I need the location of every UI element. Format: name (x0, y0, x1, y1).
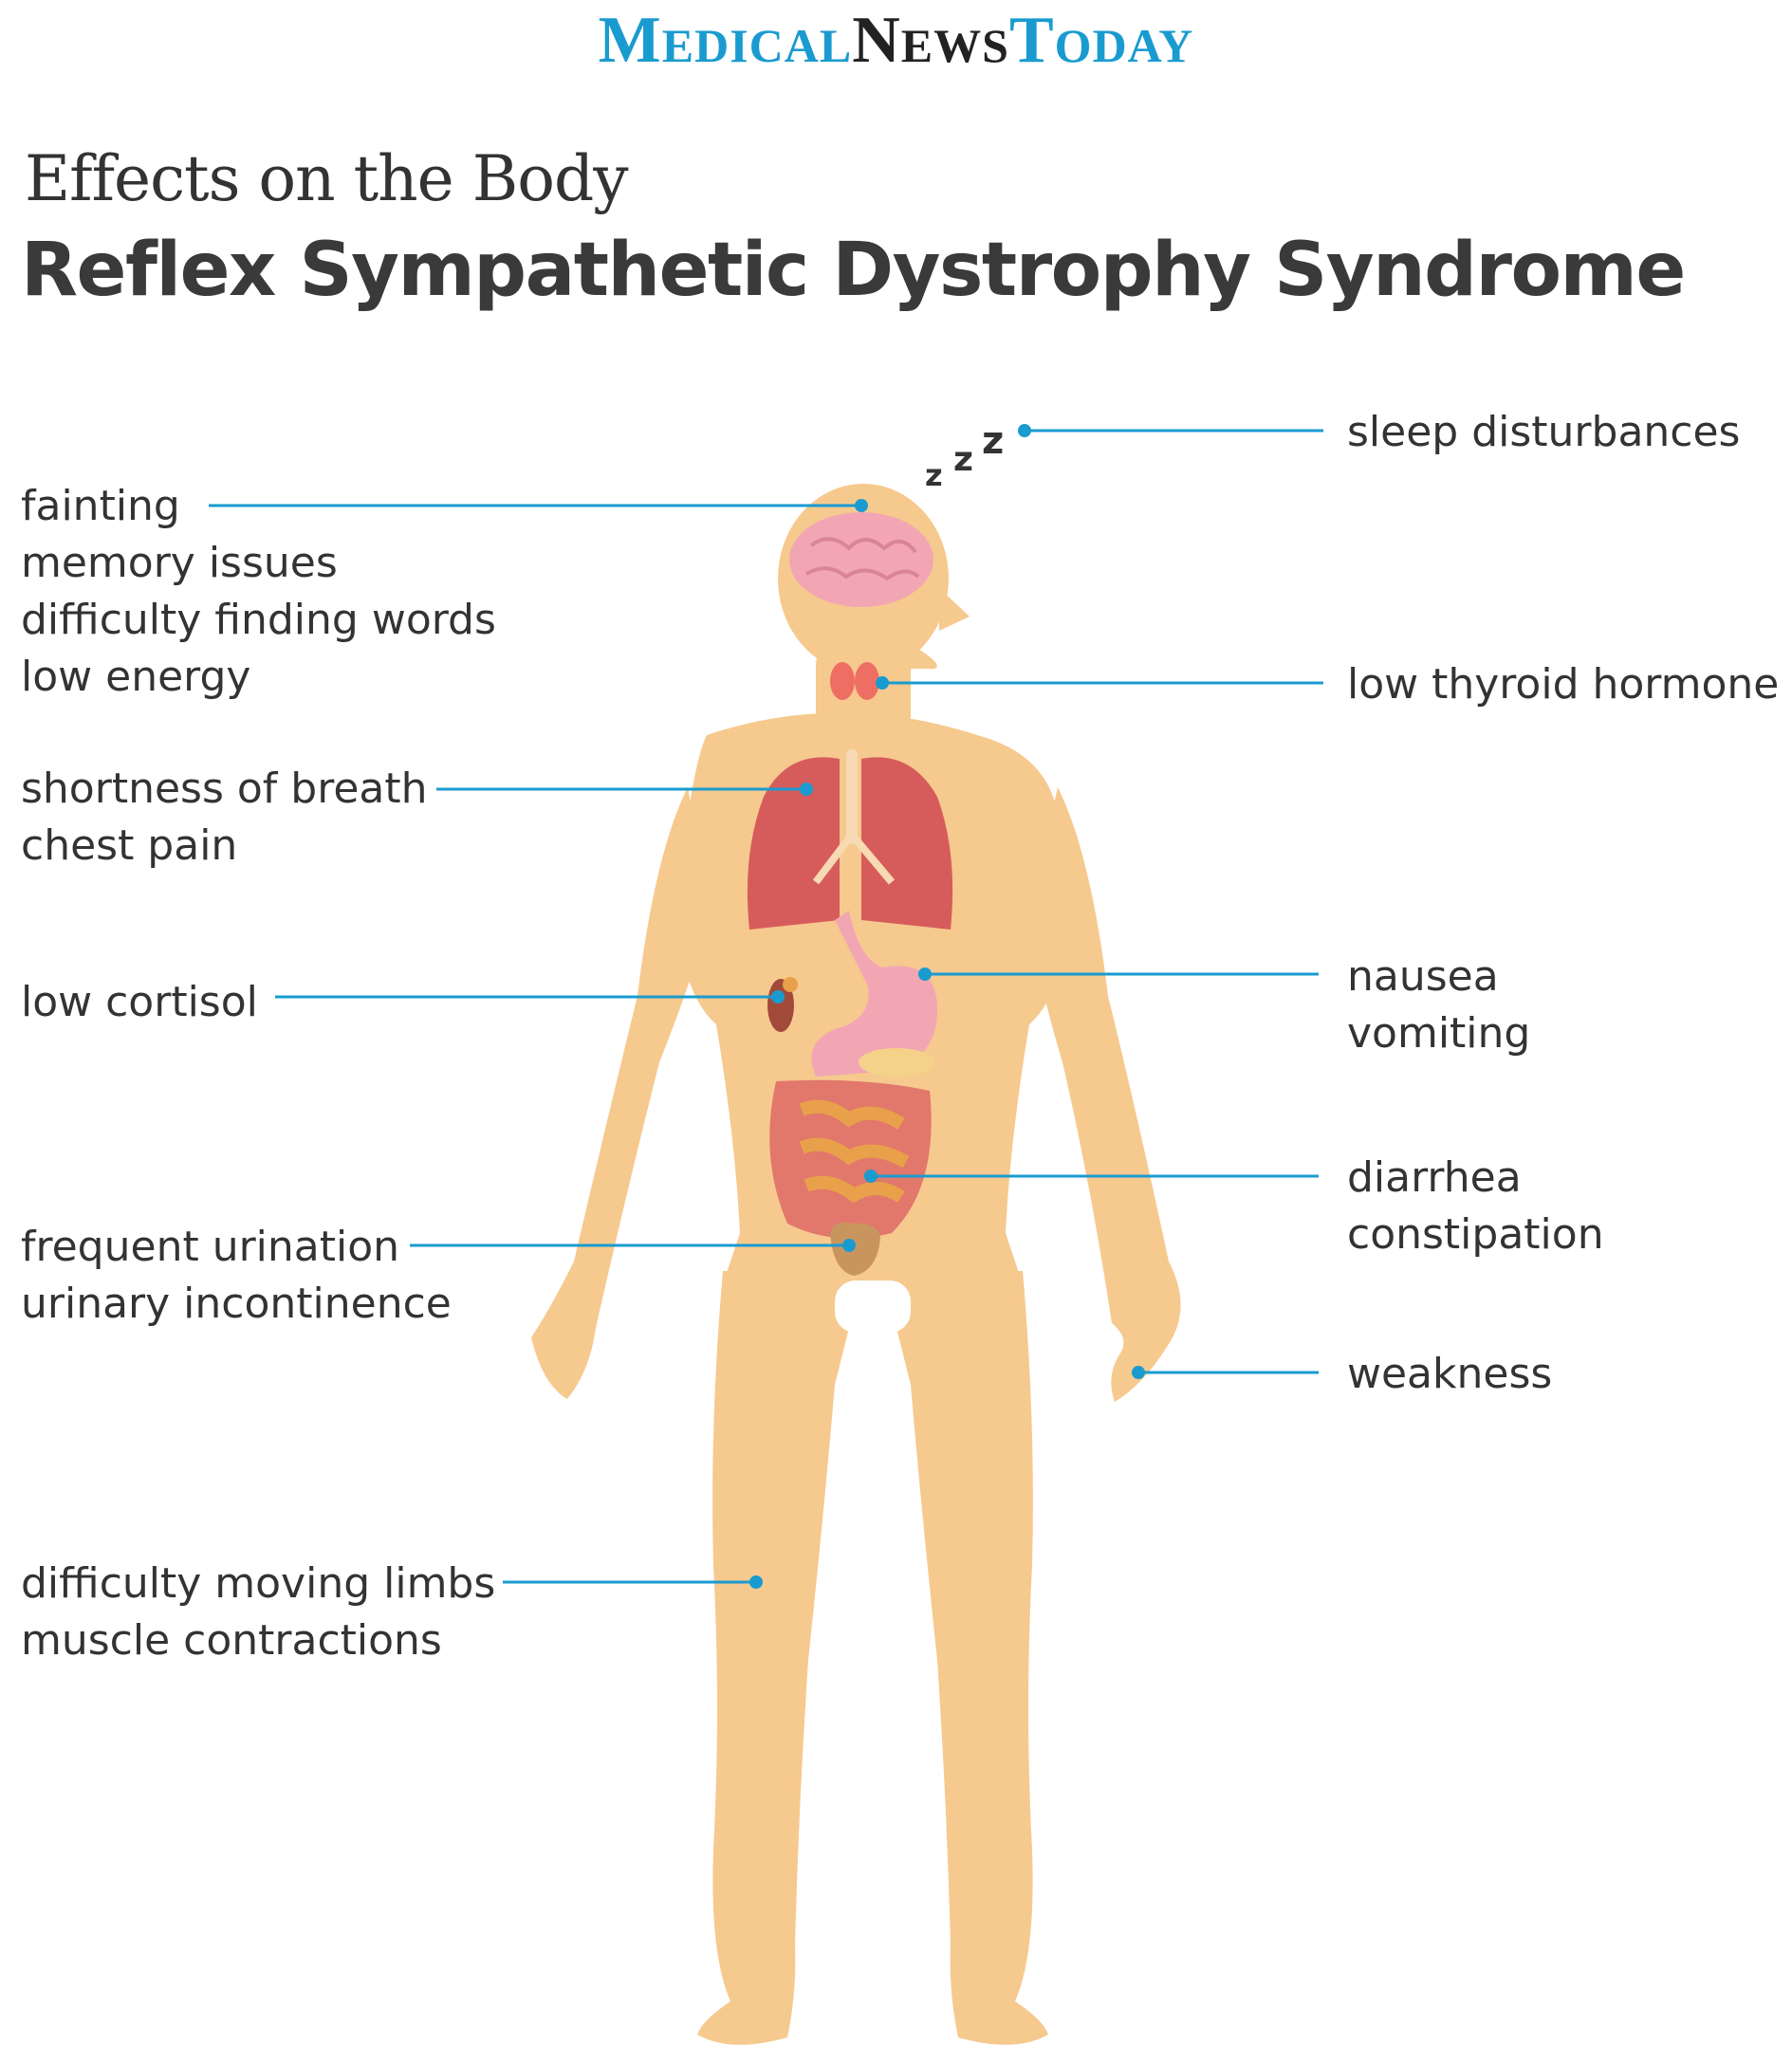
sleep-icon: z z z (925, 419, 1004, 493)
sleep-z-large: z (982, 419, 1004, 463)
callout-lungs: shortness of breath chest pain (21, 764, 813, 870)
symptom-label-brain-3: low energy (21, 653, 250, 701)
callout-thyroid: low thyroid hormone (876, 660, 1779, 709)
right-arm (1029, 787, 1181, 1402)
leader-dot-stomach (918, 967, 932, 981)
symptom-label-sleep-0: sleep disturbances (1347, 408, 1740, 456)
left-leg (697, 1271, 854, 2045)
callout-sleep: sleep disturbances (1018, 408, 1740, 456)
page-subtitle: Effects on the Body (25, 142, 628, 215)
symptom-label-intestines-0: diarrhea (1347, 1153, 1522, 1202)
right-leg (892, 1271, 1048, 2045)
symptom-label-lungs-1: chest pain (21, 821, 237, 870)
stomach (811, 911, 938, 1077)
symptom-label-bladder-1: urinary incontinence (21, 1280, 452, 1328)
callout-hand: weakness (1132, 1350, 1552, 1398)
leader-dot-thyroid (876, 676, 889, 690)
symptom-label-thyroid-0: low thyroid hormone (1347, 660, 1779, 709)
callout-bladder: frequent urination urinary incontinence (21, 1223, 856, 1328)
symptom-label-brain-0: fainting (21, 482, 180, 530)
leader-dot-lungs (800, 783, 813, 796)
leader-dot-leg (749, 1575, 763, 1589)
leader-dot-hand (1132, 1366, 1145, 1379)
nose (939, 588, 970, 631)
sleep-z-small: z (925, 457, 943, 493)
medical-news-today-logo: MEDICALNEWSTODAY (0, 8, 1792, 74)
symptom-label-hand-0: weakness (1347, 1350, 1552, 1398)
page-title: Reflex Sympathetic Dystrophy Syndrome (21, 228, 1686, 313)
logo-part-news: NEWS (852, 4, 1009, 77)
leg-gap (835, 1280, 911, 1333)
leader-dot-brain (855, 499, 868, 512)
leader-dot-bladder (842, 1239, 856, 1252)
symptom-callouts: sleep disturbances fainting memory issues d… (21, 408, 1779, 1665)
callout-stomach: nausea vomiting (918, 952, 1530, 1058)
symptom-label-leg-1: muscle contractions (21, 1616, 442, 1665)
symptom-label-brain-1: memory issues (21, 539, 338, 587)
symptom-label-leg-0: difficulty moving limbs (21, 1559, 495, 1608)
bladder (830, 1222, 880, 1276)
symptom-label-adrenal-0: low cortisol (21, 978, 258, 1026)
intestines (769, 1079, 932, 1239)
lungs (747, 749, 953, 930)
left-arm (531, 787, 710, 1399)
symptom-label-stomach-0: nausea (1347, 952, 1499, 1001)
callout-leg: difficulty moving limbs muscle contractio… (21, 1559, 763, 1665)
leader-dot-adrenal (771, 990, 785, 1004)
symptom-label-intestines-1: constipation (1347, 1210, 1604, 1259)
callout-intestines: diarrhea constipation (864, 1153, 1604, 1259)
callout-adrenal: low cortisol (21, 978, 785, 1026)
brain (789, 512, 933, 607)
symptom-label-stomach-1: vomiting (1347, 1009, 1530, 1058)
leader-dot-intestines (864, 1170, 878, 1183)
logo-part-today: TODAY (1008, 4, 1194, 77)
symptom-label-brain-2: difficulty finding words (21, 596, 496, 644)
logo-part-medical: MEDICAL (598, 4, 853, 77)
symptom-label-bladder-0: frequent urination (21, 1223, 399, 1271)
symptom-label-lungs-0: shortness of breath (21, 764, 427, 813)
callout-brain: fainting memory issues difficulty finding … (21, 482, 868, 701)
thyroid (830, 662, 879, 700)
leader-dot-sleep (1018, 424, 1031, 437)
sleep-z-medium: z (953, 440, 973, 479)
